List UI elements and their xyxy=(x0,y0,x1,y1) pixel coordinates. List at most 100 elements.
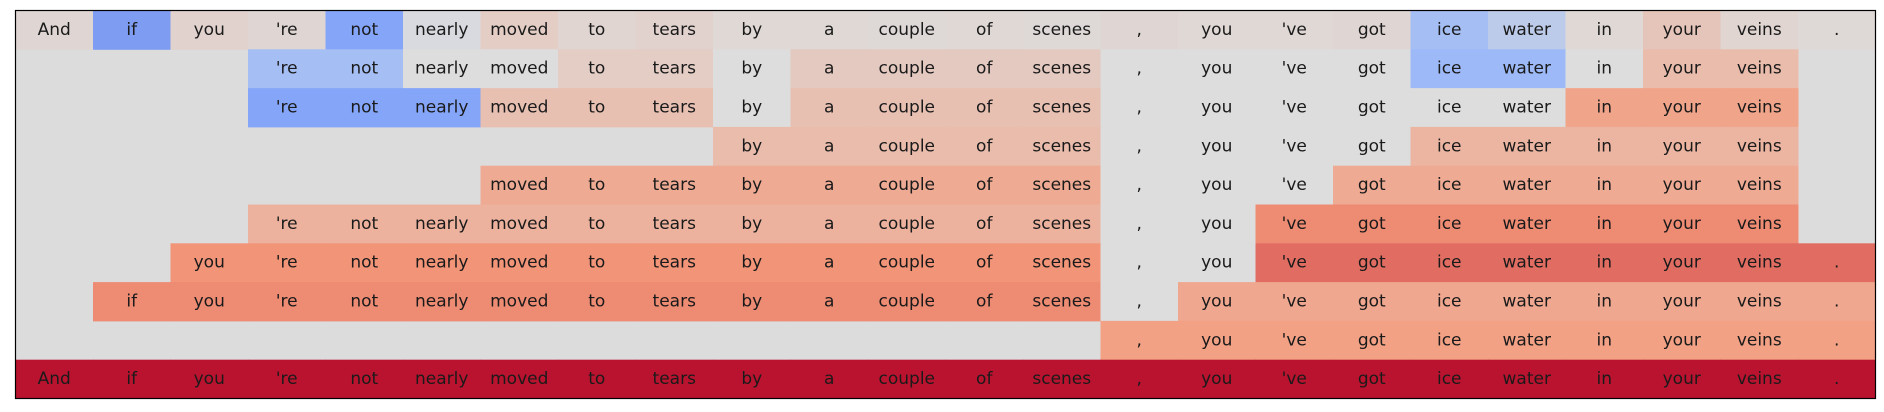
token-label: in xyxy=(1597,175,1613,195)
token-label: in xyxy=(1597,59,1613,79)
token-label: a xyxy=(824,136,834,156)
heatmap-cell xyxy=(1333,49,1411,89)
token-label: you xyxy=(1201,175,1232,195)
token-label: tears xyxy=(653,175,697,195)
heatmap-cell xyxy=(1488,165,1566,205)
token-label: a xyxy=(824,98,834,118)
token-label: 've xyxy=(1282,214,1307,234)
heatmap-cell xyxy=(480,282,559,322)
token-label: by xyxy=(741,59,762,79)
token-label: ice xyxy=(1437,214,1462,234)
heatmap-cell xyxy=(325,88,404,128)
token-label: you xyxy=(1201,292,1232,312)
heatmap-cell xyxy=(480,10,559,50)
token-label: ice xyxy=(1437,98,1462,118)
heatmap-cell xyxy=(248,49,326,89)
heatmap-cell xyxy=(635,243,714,283)
heatmap-cell xyxy=(635,165,714,205)
token-label: of xyxy=(976,20,993,40)
heatmap-cell xyxy=(1565,88,1644,128)
heatmap-cell xyxy=(1255,243,1334,283)
heatmap-cell xyxy=(1100,320,1179,361)
token-label: tears xyxy=(653,98,697,118)
token-label: , xyxy=(1137,59,1142,79)
heatmap-cell xyxy=(790,165,869,205)
heatmap-cell xyxy=(403,204,481,244)
token-label: in xyxy=(1597,98,1613,118)
token-label: veins xyxy=(1737,136,1782,156)
token-label: ice xyxy=(1437,136,1462,156)
heatmap-cell xyxy=(93,359,171,399)
token-label: 're xyxy=(276,20,298,40)
token-label: ice xyxy=(1437,20,1462,40)
token-label: And xyxy=(38,369,71,389)
heatmap-cell xyxy=(868,282,946,322)
heatmap-cell xyxy=(1488,88,1566,128)
token-label: your xyxy=(1663,98,1701,118)
heatmap-cell xyxy=(868,165,946,205)
heatmap-cell xyxy=(1565,243,1644,283)
heatmap-cell xyxy=(1255,320,1334,361)
heatmap-cell xyxy=(945,165,1024,205)
heatmap-cell xyxy=(868,49,946,89)
token-label: to xyxy=(588,98,605,118)
heatmap-cell xyxy=(170,282,249,322)
token-label: 're xyxy=(276,59,298,79)
heatmap-cell xyxy=(713,165,791,205)
heatmap-cell xyxy=(1565,204,1644,244)
token-label: , xyxy=(1137,330,1142,350)
heatmap-cell xyxy=(1488,10,1566,50)
heatmap-cell xyxy=(790,243,869,283)
token-label: of xyxy=(976,253,993,273)
token-label: a xyxy=(824,59,834,79)
heatmap-cell xyxy=(1255,282,1334,322)
token-label: scenes xyxy=(1032,136,1091,156)
token-label: , xyxy=(1137,175,1142,195)
token-label: of xyxy=(976,59,993,79)
token-label: to xyxy=(588,214,605,234)
token-label: tears xyxy=(653,59,697,79)
token-label: scenes xyxy=(1032,292,1091,312)
heatmap-cell xyxy=(1488,282,1566,322)
heatmap-cell xyxy=(1488,320,1566,361)
heatmap-cell xyxy=(325,282,404,322)
heatmap-cell xyxy=(1333,88,1411,128)
token-label: 've xyxy=(1282,98,1307,118)
heatmap-cell xyxy=(1643,243,1721,283)
token-label: in xyxy=(1597,369,1613,389)
token-label: veins xyxy=(1737,330,1782,350)
heatmap-cell xyxy=(1720,126,1799,167)
heatmap-cell xyxy=(1565,320,1644,361)
token-label: you xyxy=(1201,330,1232,350)
token-label: couple xyxy=(879,292,936,312)
token-label: ice xyxy=(1437,330,1462,350)
heatmap-cell xyxy=(945,204,1024,244)
token-label: 've xyxy=(1282,330,1307,350)
token-label: to xyxy=(588,369,605,389)
token-label: by xyxy=(741,253,762,273)
token-label: in xyxy=(1597,292,1613,312)
heatmap-cell xyxy=(1798,282,1876,322)
heatmap-cell xyxy=(1798,243,1876,283)
token-label: to xyxy=(588,20,605,40)
heatmap-cell xyxy=(1178,320,1256,361)
token-label: not xyxy=(350,98,378,118)
token-label: veins xyxy=(1737,59,1782,79)
token-label: 're xyxy=(276,369,298,389)
heatmap-cell xyxy=(1178,88,1256,128)
token-label: water xyxy=(1503,214,1551,234)
heatmap-cell xyxy=(1643,204,1721,244)
heatmap-cell xyxy=(1643,359,1721,399)
token-label: ice xyxy=(1437,292,1462,312)
token-label: 're xyxy=(276,292,298,312)
heatmap-cell xyxy=(790,49,869,89)
heatmap-cell xyxy=(1178,165,1256,205)
token-label: 've xyxy=(1282,59,1307,79)
heatmap-cell xyxy=(713,359,791,399)
heatmap-cell xyxy=(480,49,559,89)
heatmap-cell xyxy=(945,49,1024,89)
token-label: 've xyxy=(1282,253,1307,273)
heatmap-cell xyxy=(1100,165,1179,205)
token-label: tears xyxy=(653,292,697,312)
heatmap-cell xyxy=(1488,359,1566,399)
